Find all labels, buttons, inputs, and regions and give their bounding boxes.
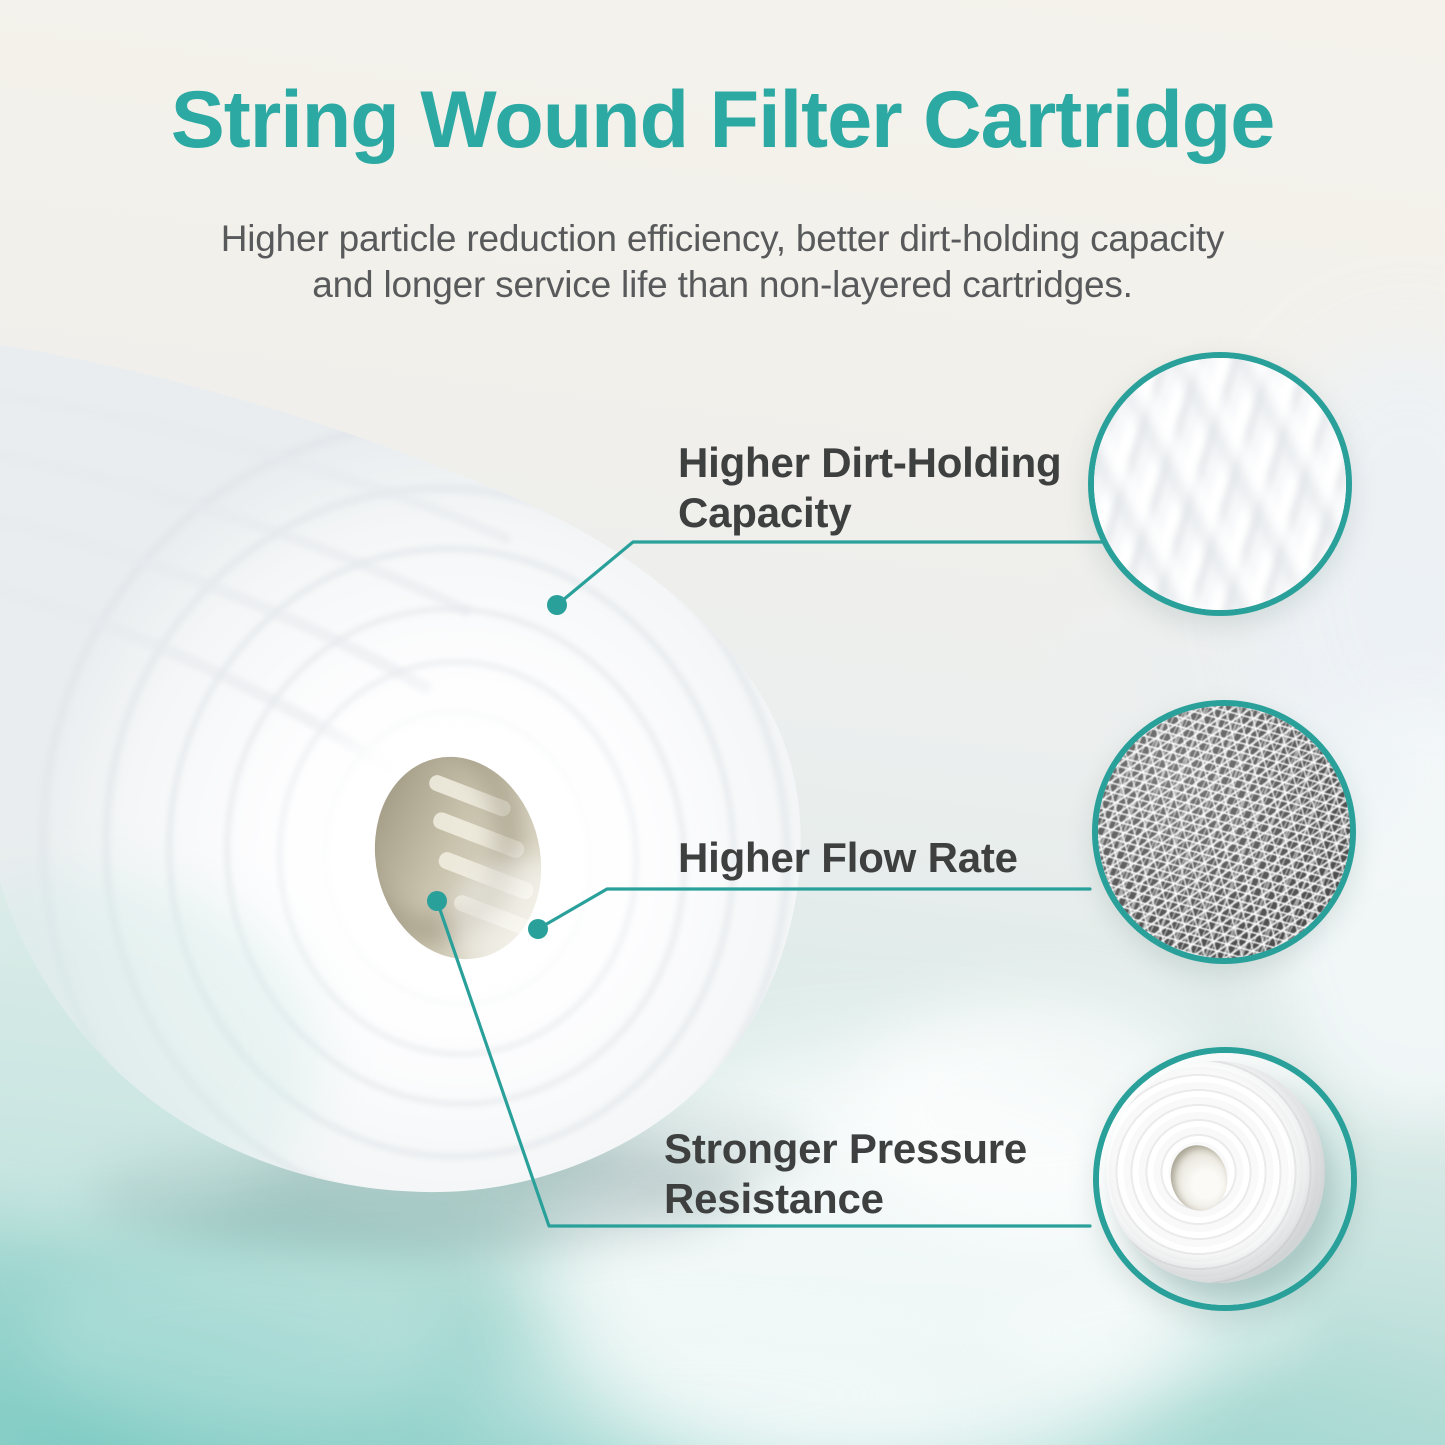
page-subtitle-line2: and longer service life than non-layered… [312,264,1133,306]
callout-line-flow-rate [536,887,1092,931]
callout-label-flow-rate: Higher Flow Rate [678,834,1018,881]
callout-label-pressure: Stronger Pressure Resistance [664,1125,1028,1222]
callout-label-dirt-holding: Higher Dirt-Holding Capacity [678,439,1062,536]
callout-dot-flow-rate [528,919,548,939]
page-subtitle-line1: Higher particle reduction efficiency, be… [220,218,1225,259]
callout-line-pressure [435,899,1092,1228]
detail-circle-flow-rate [1092,700,1356,964]
detail-circle-pressure [1093,1047,1357,1311]
cartridge-photo [0,345,801,1235]
fiber-mesh-closeup-image [1098,706,1350,958]
callout-dot-dirt-holding [547,595,567,615]
callout-line-dirt-holding [555,540,1106,607]
cartridge-water-fade [0,875,320,1235]
detail-circle-dirt-holding [1088,352,1352,616]
page-title: String Wound Filter Cartridge [170,75,1276,165]
string-texture-body [0,387,513,778]
string-winding-closeup-highlight [1094,358,1346,610]
callout-dot-pressure [427,891,447,911]
page-subtitle: Higher particle reduction efficiency, be… [0,216,1445,309]
